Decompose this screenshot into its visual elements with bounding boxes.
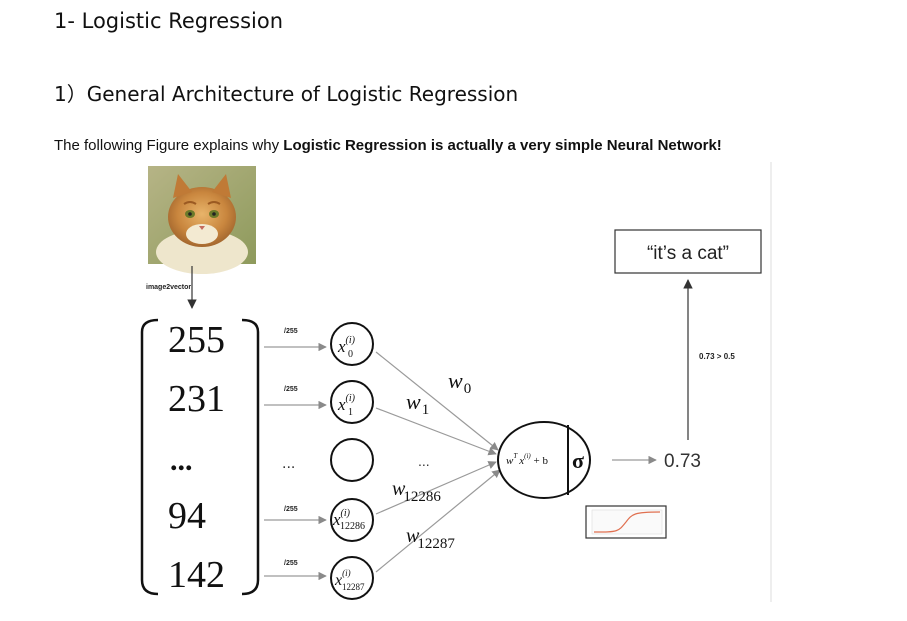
input-node-2: [330, 438, 374, 482]
input-1-sup: (i): [346, 393, 356, 404]
weight-2-sub: 12286: [403, 489, 441, 505]
vector-right-bracket: [241, 318, 260, 596]
logistic-regression-figure: image2vector 255 231 ... 94 142 /255 /25…: [140, 162, 772, 604]
svg-text:w0: w0: [448, 368, 471, 397]
input-1-sub: 1: [348, 407, 353, 418]
input-node-1: x(i) 1: [330, 380, 374, 424]
subsection-title: 1）General Architecture of Logistic Regre…: [54, 82, 519, 106]
weight-3-base: w: [406, 525, 420, 547]
input-1-base: x: [337, 395, 346, 414]
scale-label-0: /255: [284, 328, 298, 335]
linear-sup-i: (i): [524, 452, 531, 460]
input-node-0: x(i) 0: [330, 322, 374, 366]
scale-label-4: /255: [284, 560, 298, 567]
connection-4: [375, 469, 501, 573]
svg-text:w12286: w12286: [392, 478, 441, 505]
vector-value-4: 142: [168, 554, 225, 596]
architecture-diagram: image2vector 255 231 ... 94 142 /255 /25…: [140, 162, 772, 602]
svg-text:x(i): x(i): [337, 393, 356, 414]
vector-value-0: 255: [168, 319, 225, 361]
weight-0-base: w: [448, 368, 463, 393]
output-value: 0.73: [664, 451, 701, 472]
prediction-box: [614, 229, 762, 274]
sigmoid-curve: [593, 511, 661, 533]
svg-text:x(i): x(i): [337, 335, 356, 356]
svg-text:w1: w1: [406, 389, 429, 418]
input-0-sup: (i): [346, 335, 356, 346]
input-node-3: x(i) 12286: [330, 498, 374, 542]
scale-ellipsis: ...: [282, 455, 295, 472]
image2vector-label: image2vector: [146, 284, 191, 291]
svg-text:w12287: w12287: [406, 525, 455, 552]
sigma-symbol: σ: [572, 448, 584, 473]
input-0-sub: 0: [348, 349, 353, 360]
scale-arrows: /255 /255 ... /255 /255: [264, 328, 327, 581]
section-title: 1- Logistic Regression: [54, 9, 284, 33]
connection-1: [375, 407, 497, 456]
cat-image: [148, 166, 256, 274]
linear-rest: + b: [531, 455, 549, 467]
input-3-sub: 12286: [340, 521, 365, 532]
svg-text:x(i): x(i): [332, 508, 351, 529]
input-4-sub: 12287: [342, 582, 365, 592]
linear-w: w: [506, 455, 514, 467]
weight-1-sub: 1: [422, 402, 430, 418]
scale-label-3: /255: [284, 506, 298, 513]
vector-value-3: 94: [168, 495, 206, 537]
vector-value-ellipsis: ...: [170, 444, 193, 477]
vector-value-1: 231: [168, 378, 225, 420]
input-3-base: x: [332, 510, 341, 529]
input-4-base: x: [334, 572, 342, 589]
intro-paragraph: The following Figure explains why Logist…: [54, 137, 722, 154]
connection-0: [375, 351, 499, 451]
weight-3-sub: 12287: [417, 536, 455, 552]
vector-left-bracket: [140, 318, 159, 596]
threshold-label: 0.73 > 0.5: [699, 352, 735, 361]
intro-bold-text: Logistic Regression is actually a very s…: [283, 137, 722, 154]
weight-2-base: w: [392, 478, 406, 500]
weights-ellipsis: ...: [418, 453, 430, 469]
linear-sup-T: T: [513, 452, 518, 460]
input-0-base: x: [337, 337, 346, 356]
intro-text: The following Figure explains why: [54, 137, 284, 154]
input-node-4: x(i) 12287: [330, 556, 374, 600]
weight-1-base: w: [406, 389, 421, 414]
prediction-label: “it’s a cat”: [647, 243, 729, 264]
scale-label-1: /255: [284, 386, 298, 393]
connection-3: [375, 461, 497, 515]
svg-text:x(i): x(i): [334, 568, 351, 589]
input-4-sup: (i): [342, 568, 351, 578]
linear-x: x: [518, 455, 524, 467]
sigmoid-thumbnail: [585, 505, 667, 539]
input-3-sup: (i): [341, 508, 351, 519]
weight-connections: [375, 351, 501, 573]
weight-0-sub: 0: [464, 381, 472, 397]
